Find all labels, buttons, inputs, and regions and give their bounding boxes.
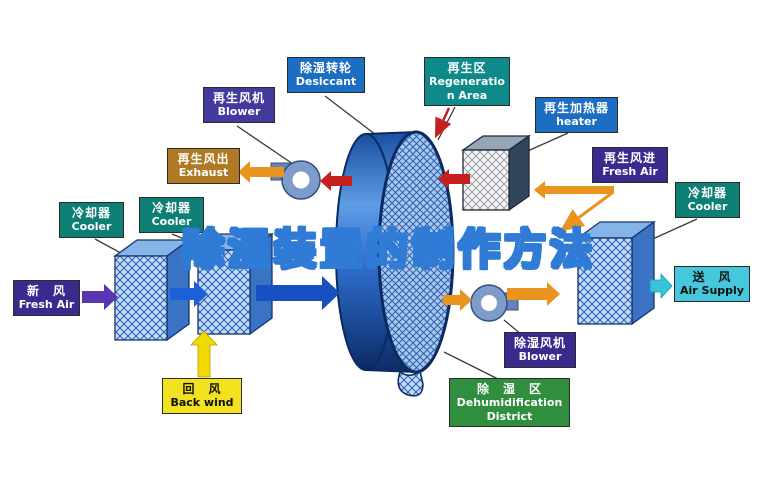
arrow-exhaust	[238, 161, 284, 183]
label-cooler-left-1: 冷却器 Cooler	[59, 202, 124, 238]
label-regen-heater-zh: 再生加热器	[543, 101, 609, 115]
label-exhaust-en: Exhaust	[178, 166, 229, 180]
label-regen-blower-zh: 再生风机	[212, 91, 265, 105]
label-dehumid-blower-en: Blower	[518, 350, 562, 364]
arrow-regen-air-in	[534, 181, 614, 199]
arrow-regen-area-pointer	[434, 107, 452, 139]
cooler-box-left-1	[113, 238, 191, 342]
label-dehumid-district-en: Dehumidification District	[456, 396, 563, 423]
label-regen-blower: 再生风机 Blower	[203, 87, 275, 123]
label-desiccant: 除湿转轮 Desiccant	[287, 57, 365, 93]
cooler-box-right	[576, 220, 656, 326]
arrow-fresh-air	[82, 284, 118, 310]
label-cooler-left-1-zh: 冷却器	[71, 206, 111, 220]
label-cooler-right: 冷却器 Cooler	[675, 182, 740, 218]
arrow-process-2	[256, 276, 340, 310]
heater-box	[460, 134, 532, 212]
label-exhaust-zh: 再生风出	[177, 152, 230, 166]
label-cooler-right-en: Cooler	[687, 200, 728, 214]
label-regeneration-area: 再生区 Regeneration Area	[424, 57, 510, 106]
label-fresh-air-zh: 新 风	[26, 284, 66, 298]
label-cooler-left-1-en: Cooler	[71, 220, 112, 234]
label-back-wind-en: Back wind	[170, 396, 234, 410]
label-regeneration-area-zh: 再生区	[447, 61, 487, 75]
connector-lines	[94, 95, 698, 381]
label-regeneration-area-en: Regeneration Area	[429, 75, 505, 102]
label-air-supply-zh: 送 风	[692, 270, 732, 284]
label-dehumid-blower-zh: 除湿风机	[513, 336, 566, 350]
wheel-ribbon	[397, 369, 424, 397]
arrow-wheel-to-regen-fan	[320, 171, 352, 191]
label-dehumid-blower: 除湿风机 Blower	[504, 332, 576, 368]
arrow-process-1	[170, 281, 208, 307]
connector-line	[443, 351, 501, 381]
label-desiccant-zh: 除湿转轮	[299, 61, 352, 75]
label-fresh-air-en: Fresh Air	[18, 298, 75, 312]
arrow-back-wind	[190, 330, 218, 378]
label-fresh-air: 新 风 Fresh Air	[13, 280, 80, 316]
label-regen-heater: 再生加热器 heater	[535, 97, 618, 133]
label-dehumid-district: 除 湿 区 Dehumidification District	[449, 378, 570, 427]
arrow-regen-air-diagonal	[559, 191, 613, 232]
arrow-heater-to-wheel	[438, 169, 470, 189]
label-cooler-right-zh: 冷却器	[687, 186, 727, 200]
label-regen-fresh-air-zh: 再生风进	[603, 151, 656, 165]
desiccant-wheel	[335, 130, 455, 374]
connector-line	[236, 125, 294, 165]
cooler-box-left-2	[196, 232, 274, 336]
label-exhaust: 再生风出 Exhaust	[167, 148, 240, 184]
label-back-wind: 回 风 Back wind	[162, 378, 242, 414]
label-air-supply: 送 风 Air Supply	[674, 266, 750, 302]
arrow-air-supply	[649, 272, 673, 300]
label-regen-fresh-air: 再生风进 Fresh Air	[592, 147, 668, 183]
label-regen-heater-en: heater	[556, 115, 597, 129]
label-cooler-left-2-en: Cooler	[151, 215, 192, 229]
label-regen-fresh-air-en: Fresh Air	[602, 165, 658, 179]
label-desiccant-en: Desiccant	[295, 75, 357, 89]
label-air-supply-en: Air Supply	[680, 284, 744, 298]
arrow-fan-to-cooler	[507, 282, 560, 306]
label-back-wind-zh: 回 风	[182, 382, 222, 396]
regen-fan	[270, 160, 321, 200]
label-dehumid-district-zh: 除 湿 区	[476, 382, 542, 396]
arrow-wheel-to-fan	[443, 289, 472, 311]
label-cooler-left-2-zh: 冷却器	[151, 201, 191, 215]
flow-arrows	[82, 107, 673, 378]
connector-line	[324, 95, 381, 139]
wheel-hatched-face	[377, 130, 455, 374]
label-regen-blower-en: Blower	[217, 105, 261, 119]
label-cooler-left-2: 冷却器 Cooler	[139, 197, 204, 233]
